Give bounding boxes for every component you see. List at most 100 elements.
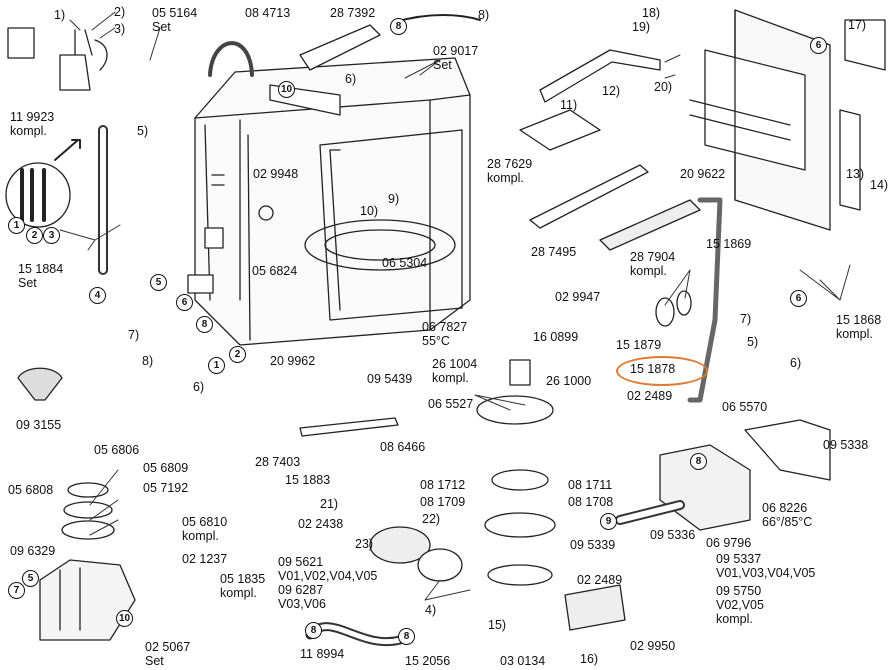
callout-marker: 6 bbox=[790, 290, 807, 307]
label: 02 2489 bbox=[577, 573, 623, 587]
label: 8) bbox=[478, 8, 490, 22]
label: 09 5750 V02,V05 kompl. bbox=[716, 584, 764, 626]
label: 15 2056 bbox=[405, 654, 451, 668]
label: 28 7392 bbox=[330, 6, 376, 20]
label: 13) bbox=[846, 167, 865, 181]
motor bbox=[369, 526, 431, 564]
label: 06 5570 bbox=[722, 400, 768, 414]
sump-assembly bbox=[39, 482, 136, 641]
label: 11 8994 bbox=[300, 647, 345, 661]
label: 15 1869 bbox=[706, 237, 752, 251]
highlight-ellipse bbox=[616, 356, 708, 386]
label: 05 6810 kompl. bbox=[182, 515, 228, 543]
tub-drawing bbox=[187, 57, 471, 346]
label: 15 1868 kompl. bbox=[836, 313, 882, 341]
label: 14) bbox=[870, 178, 889, 192]
label: 02 9017 Set bbox=[433, 44, 479, 72]
callout-marker: 10 bbox=[278, 81, 295, 98]
callout-marker: 1 bbox=[208, 357, 225, 374]
label: 22) bbox=[422, 512, 441, 526]
part-287392 bbox=[299, 24, 381, 71]
callout-marker: 7 bbox=[8, 582, 25, 599]
callout-marker: 6 bbox=[810, 37, 827, 54]
cover-095338 bbox=[744, 419, 831, 481]
label: 09 5338 bbox=[823, 438, 869, 452]
label: 7) bbox=[740, 312, 752, 326]
label: 09 5439 bbox=[367, 372, 413, 386]
callout-marker: 8 bbox=[196, 316, 213, 333]
label: 7) bbox=[128, 328, 140, 342]
label: 08 1712 bbox=[420, 478, 466, 492]
label: 15 1878 bbox=[630, 362, 676, 376]
left-valve-assembly bbox=[7, 27, 108, 91]
label: 20 9962 bbox=[270, 354, 316, 368]
callout-marker: 1 bbox=[8, 217, 25, 234]
label: 05 6806 bbox=[94, 443, 140, 457]
label: 06 5304 bbox=[382, 256, 428, 270]
label: 23) bbox=[355, 537, 374, 551]
label: 05 6808 bbox=[8, 483, 54, 497]
label: 06 7827 55°C bbox=[422, 320, 468, 348]
callout-marker: 8 bbox=[398, 628, 415, 645]
label: 5) bbox=[747, 335, 759, 349]
callout-marker: 4 bbox=[89, 287, 106, 304]
center-sump bbox=[476, 359, 556, 586]
callout-marker: 6 bbox=[176, 294, 193, 311]
label: 16 0899 bbox=[533, 330, 579, 344]
label: 06 5527 bbox=[428, 397, 474, 411]
label: 2) bbox=[114, 5, 126, 19]
label: 10) bbox=[360, 204, 379, 218]
label: 02 1237 bbox=[182, 552, 228, 566]
label: 02 9948 bbox=[253, 167, 299, 181]
callout-marker: 10 bbox=[116, 610, 133, 627]
label: 15 1879 bbox=[616, 338, 662, 352]
label: 19) bbox=[632, 20, 651, 34]
label: 09 3155 bbox=[16, 418, 62, 432]
label: 05 1835 kompl. bbox=[220, 572, 266, 600]
label: 06 9796 bbox=[706, 536, 752, 550]
spray-arm-lower bbox=[299, 417, 399, 437]
label: 05 6824 bbox=[252, 264, 298, 278]
label: 1) bbox=[54, 8, 66, 22]
callout-marker: 2 bbox=[229, 346, 246, 363]
label: 15 1884 Set bbox=[18, 262, 64, 290]
label: 08 4713 bbox=[245, 6, 291, 20]
label: 17) bbox=[848, 18, 867, 32]
door-panel bbox=[689, 9, 831, 231]
label: 11) bbox=[560, 98, 578, 112]
label: 26 1004 kompl. bbox=[432, 357, 478, 385]
label: 09 5621 V01,V02,V04,V05 09 6287 V03,V06 bbox=[278, 555, 378, 611]
label: 08 1709 bbox=[420, 495, 466, 509]
label: 08 1708 bbox=[568, 495, 614, 509]
label: 8) bbox=[142, 354, 154, 368]
label: 12) bbox=[602, 84, 621, 98]
label: 02 5067 Set bbox=[145, 640, 191, 668]
label: 02 9947 bbox=[555, 290, 601, 304]
label: 06 8226 66°/85°C bbox=[762, 501, 813, 529]
label: 5) bbox=[137, 124, 149, 138]
label: 02 2438 bbox=[298, 517, 344, 531]
label: 15 1883 bbox=[285, 473, 331, 487]
label: 28 7403 bbox=[255, 455, 301, 469]
label: 15) bbox=[488, 618, 507, 632]
label: 16) bbox=[580, 652, 599, 666]
callout-marker: 8 bbox=[390, 18, 407, 35]
label: 6) bbox=[790, 356, 802, 370]
label: 28 7629 kompl. bbox=[487, 157, 533, 185]
callout-marker: 2 bbox=[26, 227, 43, 244]
label: 11 9923 kompl. bbox=[10, 110, 55, 138]
callout-marker: 5 bbox=[150, 274, 167, 291]
label: 6) bbox=[345, 72, 357, 86]
label: 09 6329 bbox=[10, 544, 56, 558]
callout-marker: 8 bbox=[305, 622, 322, 639]
label: 03 0134 bbox=[500, 654, 546, 668]
hose-084713 bbox=[208, 41, 254, 77]
label: 21) bbox=[320, 497, 339, 511]
label: 09 5336 bbox=[650, 528, 696, 542]
callout-marker: 9 bbox=[600, 513, 617, 530]
label: 20 9622 bbox=[680, 167, 726, 181]
label: 28 7904 kompl. bbox=[630, 250, 676, 278]
label: 20) bbox=[654, 80, 673, 94]
